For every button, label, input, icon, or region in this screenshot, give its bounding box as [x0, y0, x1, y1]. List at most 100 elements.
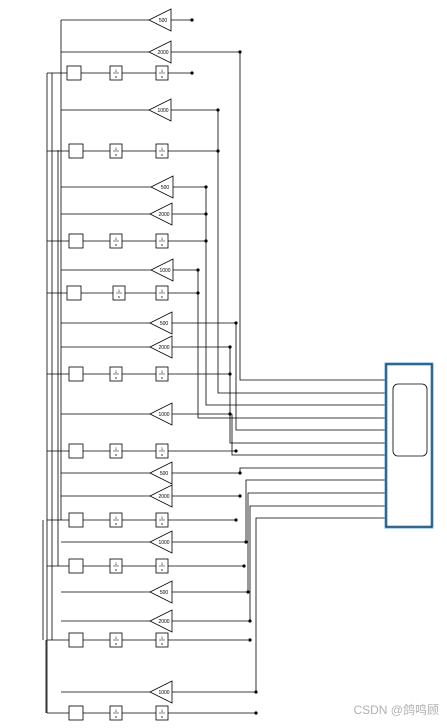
integrator-block[interactable]: 1s [155, 512, 169, 528]
gain-value: 1000 [159, 268, 170, 274]
junction-dot [228, 372, 232, 376]
gain-block[interactable]: 2000 [149, 202, 173, 226]
gain-value: 2000 [158, 212, 169, 218]
gain-block[interactable]: 1000 [149, 680, 173, 704]
gain-block[interactable]: 500 [150, 175, 174, 199]
gain-block[interactable]: 2000 [149, 335, 173, 359]
gain-block[interactable]: 500 [149, 580, 173, 604]
integrator-den: s [115, 452, 117, 457]
integrator-num: 1 [118, 288, 121, 293]
integrator-block[interactable]: 1s [109, 65, 123, 81]
integrator-block[interactable]: 1s [109, 143, 123, 159]
scope-screen [392, 383, 428, 457]
signal-wire [255, 517, 386, 692]
integrator-den: s [115, 74, 117, 79]
gain-block[interactable]: 500 [148, 8, 172, 32]
gain-block[interactable]: 1000 [148, 98, 172, 122]
integrator-block[interactable]: 1s [155, 366, 169, 382]
integrator-den: s [115, 242, 117, 247]
integrator-den: s [118, 294, 120, 299]
sum-block[interactable] [68, 443, 84, 459]
gain-value: 500 [160, 471, 169, 477]
junction-dot [234, 449, 238, 453]
sum-block[interactable] [68, 366, 84, 382]
integrator-block[interactable]: 1s [109, 233, 123, 249]
signal-wire [231, 414, 386, 456]
integrator-block[interactable]: 1s [155, 65, 169, 81]
sum-block[interactable] [66, 65, 82, 81]
gain-block[interactable]: 500 [149, 461, 173, 485]
integrator-den: s [115, 375, 117, 380]
sum-block[interactable] [68, 143, 84, 159]
signal-wire [197, 270, 386, 419]
signal-wire [247, 492, 386, 592]
gain-value: 2000 [158, 494, 169, 500]
integrator-block[interactable]: 1s [155, 285, 169, 301]
integrator-num: 1 [115, 446, 118, 451]
signal-wire [205, 187, 386, 406]
junction-dot [238, 494, 242, 498]
gain-block[interactable]: 2000 [149, 484, 173, 508]
integrator-den: s [161, 641, 163, 646]
integrator-block[interactable]: 1s [155, 705, 169, 721]
integrator-num: 1 [161, 446, 164, 451]
integrator-num: 1 [115, 561, 118, 566]
integrator-num: 1 [115, 515, 118, 520]
gain-block[interactable]: 500 [149, 311, 173, 335]
signal-wire [245, 479, 386, 542]
integrator-block[interactable]: 1s [112, 285, 126, 301]
gain-value: 500 [161, 185, 170, 191]
sum-block[interactable] [68, 632, 84, 648]
integrator-num: 1 [115, 236, 118, 241]
gain-block[interactable]: 1000 [149, 402, 173, 426]
signal-wire [217, 110, 386, 394]
integrator-num: 1 [161, 708, 164, 713]
integrator-num: 1 [115, 708, 118, 713]
integrator-block[interactable]: 1s [155, 558, 169, 574]
sum-block[interactable] [68, 705, 84, 721]
gain-value: 1000 [158, 540, 169, 546]
integrator-block[interactable]: 1s [109, 366, 123, 382]
integrator-den: s [161, 714, 163, 719]
integrator-block[interactable]: 1s [155, 632, 169, 648]
integrator-block[interactable]: 1s [155, 143, 169, 159]
integrator-num: 1 [161, 236, 164, 241]
signal-wire [229, 347, 386, 444]
sum-block[interactable] [68, 558, 84, 574]
integrator-den: s [161, 74, 163, 79]
junction-dot [204, 212, 208, 216]
gain-block[interactable]: 1000 [149, 530, 173, 554]
integrator-block[interactable]: 1s [109, 705, 123, 721]
sum-block[interactable] [68, 512, 84, 528]
scope-block[interactable] [384, 362, 434, 529]
integrator-den: s [161, 242, 163, 247]
integrator-den: s [161, 521, 163, 526]
integrator-block[interactable]: 1s [155, 443, 169, 459]
integrator-block[interactable]: 1s [109, 443, 123, 459]
integrator-block[interactable]: 1s [109, 512, 123, 528]
junction-dot [242, 564, 246, 568]
integrator-num: 1 [115, 68, 118, 73]
junction-dot [234, 321, 238, 325]
junction-dot [228, 345, 232, 349]
sum-block[interactable] [68, 233, 84, 249]
integrator-den: s [115, 641, 117, 646]
gain-block[interactable]: 1000 [150, 258, 174, 282]
integrator-block[interactable]: 1s [109, 558, 123, 574]
integrator-num: 1 [161, 369, 164, 374]
integrator-num: 1 [161, 68, 164, 73]
junction-dot [228, 412, 232, 416]
integrator-block[interactable]: 1s [109, 632, 123, 648]
sum-block[interactable] [66, 285, 82, 301]
integrator-num: 1 [115, 146, 118, 151]
integrator-num: 1 [161, 515, 164, 520]
integrator-num: 1 [161, 146, 164, 151]
gain-block[interactable]: 2000 [148, 40, 172, 64]
gain-block[interactable]: 2000 [149, 609, 173, 633]
junction-dot [204, 185, 208, 189]
signal-wires [42, 19, 386, 714]
gain-value: 500 [160, 590, 169, 596]
integrator-block[interactable]: 1s [155, 233, 169, 249]
junction-dot [190, 18, 194, 22]
